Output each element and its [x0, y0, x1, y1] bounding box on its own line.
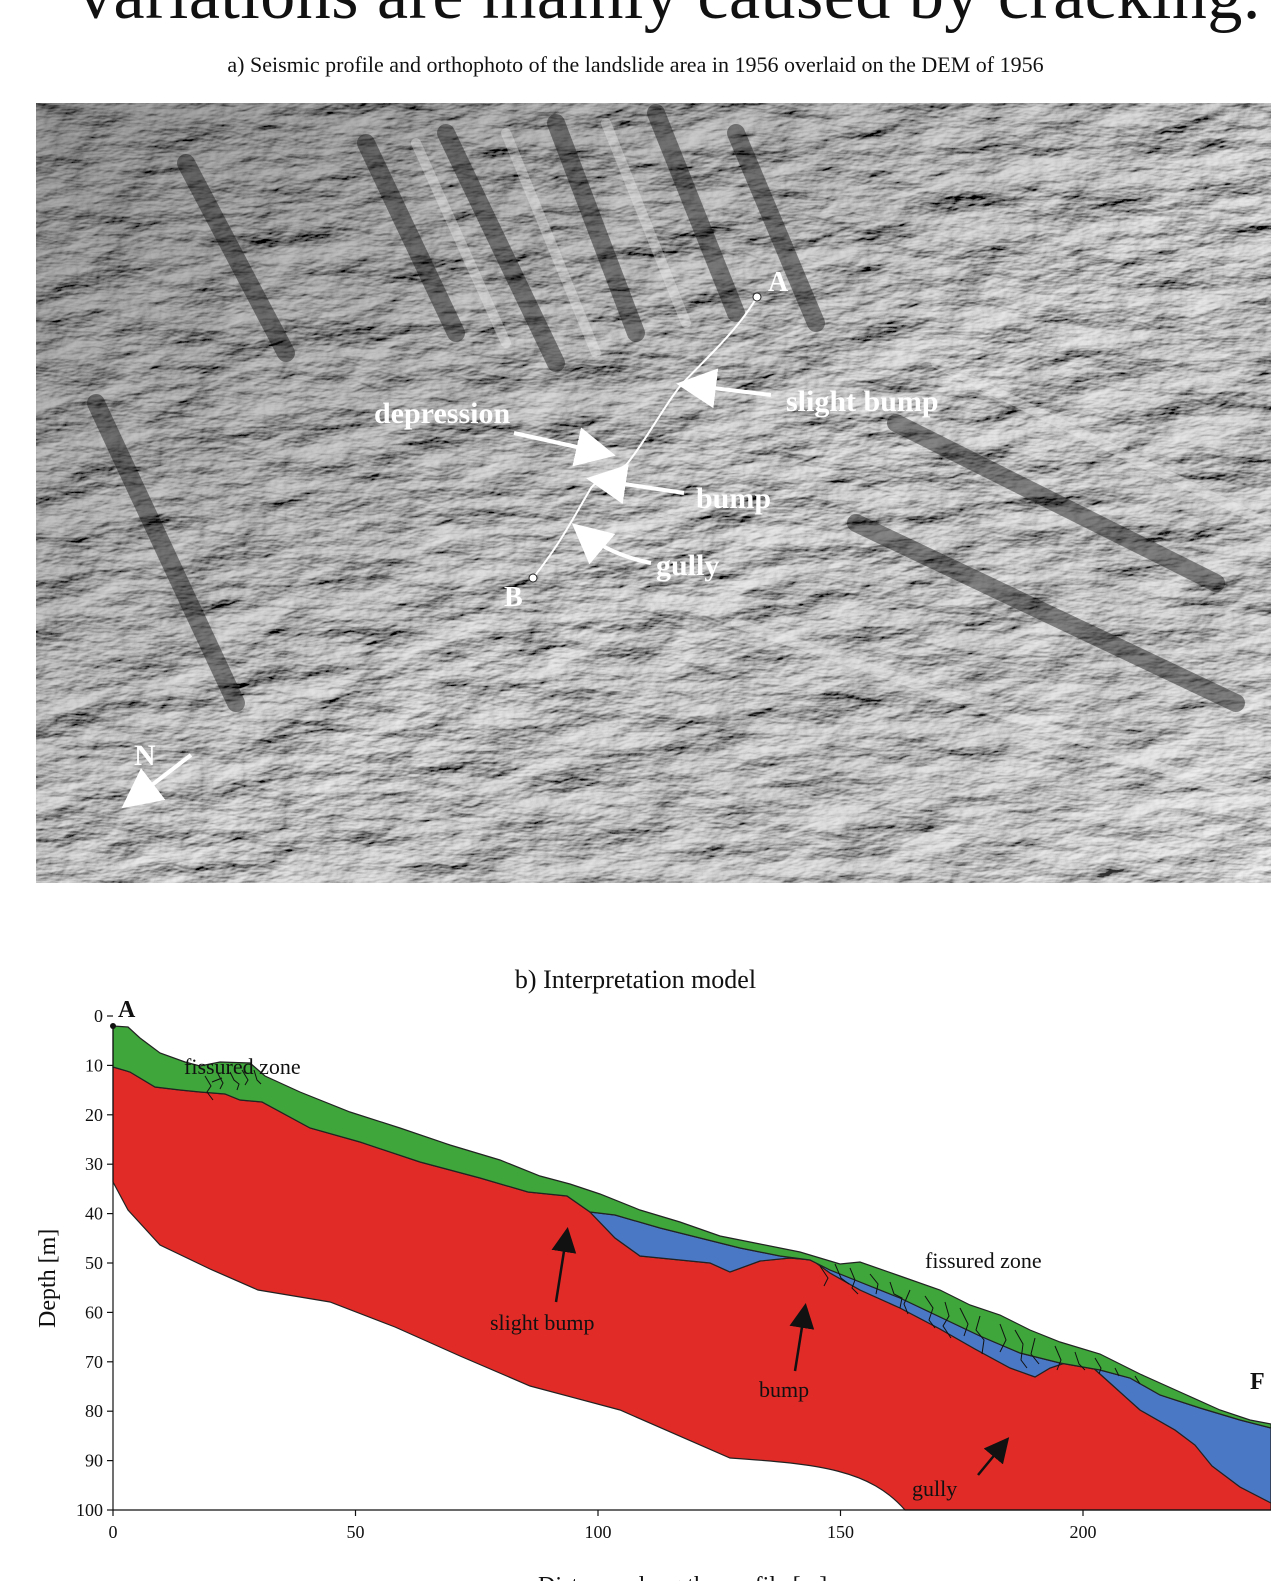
x-tick-label: 150 — [827, 1522, 854, 1542]
y-tick-label: 70 — [85, 1352, 103, 1372]
gully-pointer — [977, 1437, 1010, 1476]
slight-bump-label: slight bump — [786, 385, 939, 418]
y-tick-label: 50 — [85, 1253, 103, 1273]
point-a-label: A — [768, 267, 789, 298]
north-arrow — [121, 753, 193, 809]
cut-heading: variations are mainly caused by cracking… — [0, 0, 1271, 46]
profile-point-a — [752, 292, 762, 302]
panel-a-caption: a) Seismic profile and orthophoto of the… — [227, 52, 1044, 77]
depression-label: depression — [374, 397, 510, 430]
x-tick-label: 200 — [1070, 1522, 1097, 1542]
fissures-right — [819, 1263, 1141, 1385]
model-point-b-label: F — [1250, 1369, 1265, 1395]
gully-model-label: gully — [912, 1476, 957, 1501]
slight-bump-model-label: slight bump — [490, 1310, 595, 1335]
panel-b-caption: b) Interpretation model — [514, 965, 757, 994]
fissures-top — [204, 1069, 262, 1101]
y-tick-label: 60 — [85, 1302, 103, 1322]
red-layer — [112, 1066, 1271, 1511]
slight-bump-pointer — [551, 1227, 577, 1303]
green-layer — [112, 1025, 1271, 1429]
bump-label: bump — [696, 482, 771, 515]
depression-arrow — [513, 427, 616, 467]
y-tick-label: 40 — [85, 1204, 103, 1224]
bump-model-label: bump — [759, 1377, 809, 1402]
y-tick-label: 20 — [85, 1105, 103, 1125]
profile-point-b — [528, 573, 538, 583]
model-point-a-label: A — [118, 997, 136, 1023]
x-tick-label: 50 — [347, 1522, 365, 1542]
x-ticks: 0 50 100 150 200 — [109, 1510, 1097, 1542]
gully-label: gully — [656, 549, 719, 582]
x-axis-label: Distance along the profile [m] — [538, 1573, 827, 1581]
x-tick-label: 0 — [109, 1522, 118, 1542]
bump-pointer — [789, 1303, 815, 1372]
slight-bump-arrow — [676, 368, 772, 409]
north-label: N — [134, 739, 156, 772]
y-tick-label: 100 — [76, 1500, 103, 1520]
x-tick-label: 100 — [585, 1522, 612, 1542]
fissured-zone-label-right: fissured zone — [925, 1248, 1042, 1273]
ridge-highlights — [411, 118, 1271, 808]
bump-arrow — [586, 464, 685, 504]
y-tick-label: 90 — [85, 1451, 103, 1471]
gully-arrow — [571, 523, 652, 565]
y-tick-label: 30 — [85, 1154, 103, 1174]
y-tick-label: 0 — [94, 1006, 103, 1026]
y-tick-label: 10 — [85, 1055, 103, 1075]
terrain-shading — [36, 103, 1271, 883]
point-b-label: B — [504, 582, 523, 613]
ridge-shadows — [87, 104, 1245, 712]
y-axis-label: Depth [m] — [35, 1229, 61, 1328]
model-point-a — [110, 1023, 116, 1029]
y-tick-label: 80 — [85, 1401, 103, 1421]
orthophoto-panel: A B slight bump depression bump gully N — [36, 103, 1271, 883]
cut-heading-text: variations are mainly caused by cracking… — [78, 0, 1271, 36]
fissured-zone-label-top: fissured zone — [184, 1054, 301, 1079]
y-ticks: 0 10 20 30 40 50 60 70 80 90 100 — [76, 1006, 113, 1520]
